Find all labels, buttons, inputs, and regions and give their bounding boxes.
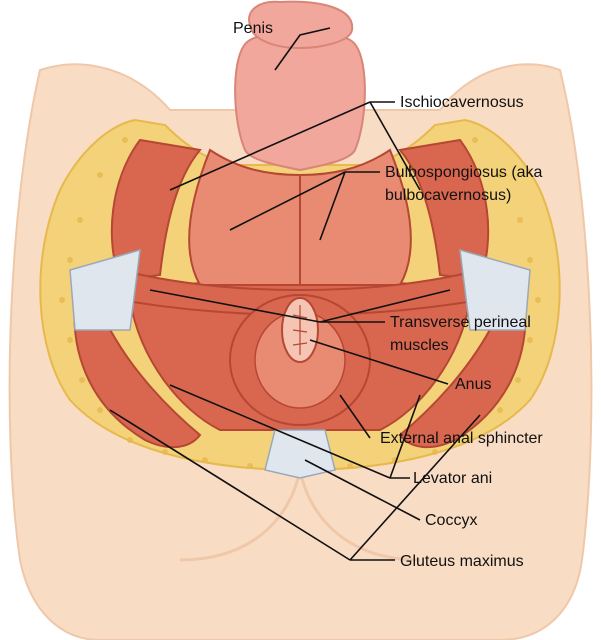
muscles bbox=[69, 138, 531, 479]
leader-penis bbox=[274, 27, 331, 71]
leader-ischiocavernosus bbox=[169, 101, 421, 191]
label-ischiocavernosus: Ischiocavernosus bbox=[400, 94, 524, 111]
fascia-left bbox=[69, 248, 141, 331]
labels: Penis Ischiocavernosus Bulbospongiosus (… bbox=[233, 20, 543, 570]
label-levator-ani: Levator ani bbox=[413, 470, 492, 487]
label-transverse-2: muscles bbox=[390, 337, 449, 354]
anus-folds bbox=[292, 305, 308, 355]
penis-shaft bbox=[234, 31, 366, 172]
label-gluteus-maximus: Gluteus maximus bbox=[400, 553, 524, 570]
leader-coccyx bbox=[304, 459, 421, 521]
penis-illustration bbox=[234, 0, 366, 172]
label-anus: Anus bbox=[455, 376, 491, 393]
fascia-right bbox=[459, 248, 531, 331]
leader-anus bbox=[309, 339, 449, 385]
label-external-anal-sphincter: External anal sphincter bbox=[380, 430, 543, 447]
label-penis: Penis bbox=[233, 20, 273, 37]
leader-transverse bbox=[149, 289, 451, 323]
label-bulbospongiosus-1: Bulbospongiosus (aka bbox=[385, 164, 543, 181]
leader-levator-ani bbox=[169, 384, 421, 479]
leader-gluteus-maximus bbox=[109, 409, 481, 561]
label-bulbospongiosus-2: bulbocavernosus) bbox=[385, 187, 511, 204]
gluteal-cleft bbox=[179, 469, 421, 562]
leader-external-anal-sphincter bbox=[339, 394, 371, 439]
leader-bulbospongiosus bbox=[229, 171, 380, 241]
label-transverse-1: Transverse perineal bbox=[390, 314, 531, 331]
penis-glans bbox=[248, 0, 354, 50]
gluteus-maximus-right bbox=[398, 298, 527, 449]
fat-texture bbox=[59, 137, 541, 469]
gluteus-maximus-left bbox=[73, 298, 202, 449]
label-coccyx: Coccyx bbox=[425, 512, 477, 529]
leader-lines bbox=[109, 27, 481, 561]
